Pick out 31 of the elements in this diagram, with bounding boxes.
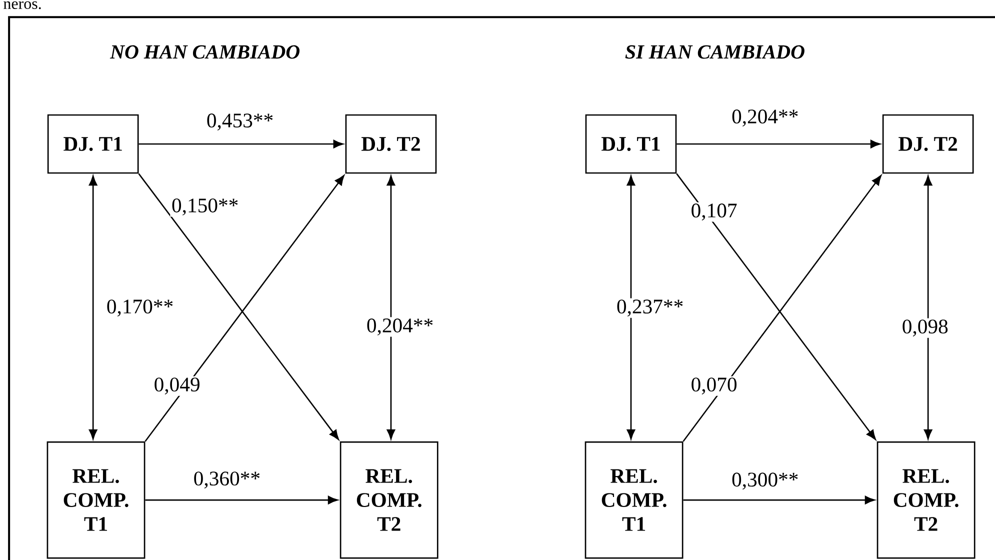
variable-box: DJ. T1 bbox=[585, 114, 677, 174]
edge-label: 0,150** bbox=[170, 197, 240, 217]
edge-label: 0,098 bbox=[900, 318, 950, 338]
arrow bbox=[924, 176, 932, 440]
edge-label: 0,300** bbox=[730, 471, 800, 491]
edge-label: 0,049 bbox=[152, 376, 202, 396]
edge-label: 0,204** bbox=[365, 317, 435, 337]
arrow bbox=[145, 496, 338, 504]
arrow bbox=[676, 140, 880, 148]
edge-label: 0,453** bbox=[205, 112, 275, 132]
variable-box: REL. COMP. T2 bbox=[876, 441, 976, 559]
variable-box: DJ. T1 bbox=[47, 114, 139, 174]
arrow bbox=[386, 176, 396, 440]
arrow bbox=[626, 176, 636, 440]
arrow bbox=[683, 496, 875, 504]
edge-label: 0,170** bbox=[105, 298, 175, 318]
panel-title: NO HAN CAMBIADO bbox=[110, 45, 300, 59]
panel-title: SI HAN CAMBIADO bbox=[625, 45, 804, 59]
arrow bbox=[138, 140, 344, 148]
variable-box: REL. COMP. T2 bbox=[340, 441, 438, 559]
edge-label: 0,204** bbox=[730, 108, 800, 128]
edge-label: 0,360** bbox=[192, 470, 262, 490]
text-fragment: neros. bbox=[4, 1, 41, 10]
arrow bbox=[88, 176, 98, 440]
edge-label: 0,107 bbox=[689, 202, 739, 222]
edge-label: 0,237** bbox=[615, 298, 685, 318]
variable-box: REL. COMP. T1 bbox=[584, 441, 684, 559]
variable-box: DJ. T2 bbox=[345, 114, 437, 174]
variable-box: DJ. T2 bbox=[882, 114, 974, 174]
edge-label: 0,070 bbox=[689, 376, 739, 396]
variable-box: REL. COMP. T1 bbox=[46, 441, 146, 559]
